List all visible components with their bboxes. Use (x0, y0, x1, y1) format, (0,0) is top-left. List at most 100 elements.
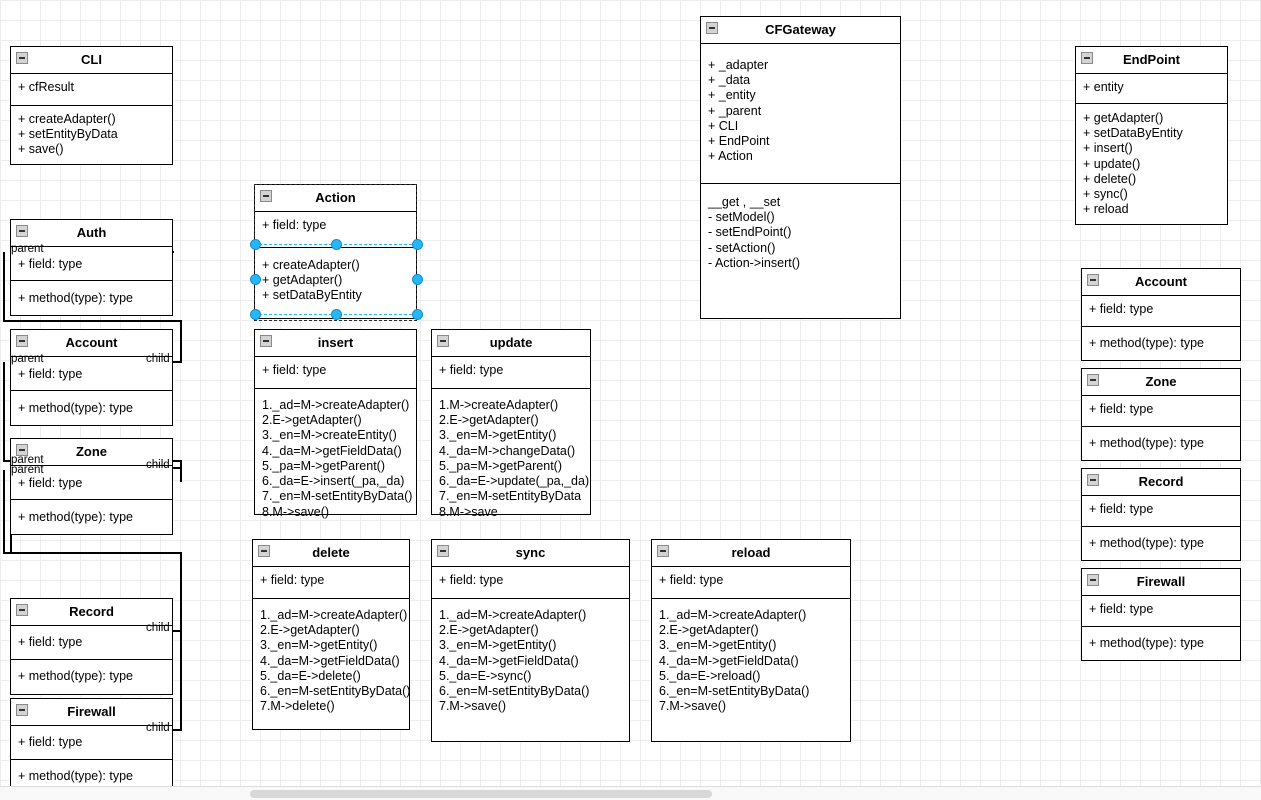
uml-header-firewall-right[interactable]: Firewall (1082, 569, 1240, 596)
uml-header-record-left[interactable]: Record (11, 599, 172, 626)
uml-operations[interactable]: + createAdapter() + getAdapter() + setDa… (255, 248, 416, 318)
collapse-minus-icon[interactable] (16, 604, 28, 616)
uml-attribute: + _data (708, 73, 751, 88)
horizontal-scrollbar-thumb[interactable] (250, 790, 712, 798)
uml-header-action[interactable]: Action (255, 185, 416, 212)
collapse-minus-icon[interactable] (260, 335, 272, 347)
uml-class-account-left[interactable]: Account + field: type + method(type): ty… (10, 329, 173, 426)
uml-header-insert[interactable]: insert (255, 330, 416, 357)
uml-header-zone-left[interactable]: Zone (11, 439, 172, 466)
uml-class-name: CFGateway (765, 22, 836, 37)
uml-class-action[interactable]: Action + field: type + createAdapter() +… (254, 184, 417, 319)
resize-handle-n[interactable] (330, 238, 342, 250)
uml-class-cfgateway[interactable]: CFGateway + _adapter + _data + _entity +… (700, 16, 901, 319)
collapse-minus-icon[interactable] (1087, 474, 1099, 486)
uml-attribute: + field: type (18, 475, 83, 490)
uml-class-name: delete (312, 545, 350, 560)
uml-class-record-right[interactable]: Record + field: type + method(type): typ… (1081, 468, 1241, 561)
collapse-minus-icon[interactable] (1087, 374, 1099, 386)
collapse-minus-icon[interactable] (258, 545, 270, 557)
resize-handle-ne[interactable] (411, 238, 423, 250)
uml-class-auth[interactable]: Auth + field: type + method(type): type (10, 219, 173, 316)
uml-header-delete[interactable]: delete (253, 540, 409, 567)
uml-class-firewall-right[interactable]: Firewall + field: type + method(type): t… (1081, 568, 1241, 661)
uml-header-account-left[interactable]: Account (11, 330, 172, 357)
connector-auth-account-seg3 (180, 320, 182, 362)
resize-handle-s[interactable] (330, 308, 342, 320)
collapse-minus-icon[interactable] (16, 335, 28, 347)
collapse-minus-icon[interactable] (1087, 274, 1099, 286)
uml-header-account-right[interactable]: Account (1082, 269, 1240, 296)
uml-header-firewall-left[interactable]: Firewall (11, 699, 172, 726)
uml-operation: 6._en=M-setEntityByData() (260, 684, 411, 699)
connector-account-zone-seg1 (3, 362, 5, 462)
horizontal-scrollbar-track[interactable] (0, 786, 1261, 800)
uml-operation: 5._da=E->delete() (260, 668, 361, 683)
uml-attribute: + CLI (708, 118, 739, 133)
uml-class-delete[interactable]: delete + field: type 1._ad=M->createAdap… (252, 539, 410, 730)
uml-operation: + update() (1083, 156, 1141, 171)
collapse-minus-icon[interactable] (1081, 52, 1093, 64)
uml-operation: + insert() (1083, 141, 1133, 156)
uml-operation: 7._en=M-setEntityByData (439, 489, 582, 504)
uml-header-cli[interactable]: CLI (11, 47, 172, 74)
uml-header-reload[interactable]: reload (652, 540, 850, 567)
uml-operation: + createAdapter() (18, 111, 116, 126)
resize-handle-sw[interactable] (249, 308, 261, 320)
resize-handle-w[interactable] (249, 273, 261, 285)
collapse-minus-icon[interactable] (437, 335, 449, 347)
uml-class-name: CLI (81, 52, 102, 67)
collapse-minus-icon[interactable] (706, 22, 718, 34)
uml-class-record-left[interactable]: Record + field: type + method(type): typ… (10, 598, 173, 695)
uml-attribute: + _entity (708, 88, 756, 103)
collapse-minus-icon[interactable] (1087, 574, 1099, 586)
uml-class-endpoint[interactable]: EndPoint + entity + getAdapter() + setDa… (1075, 46, 1228, 225)
uml-header-cfgateway[interactable]: CFGateway (701, 17, 900, 44)
uml-header-record-right[interactable]: Record (1082, 469, 1240, 496)
uml-class-sync[interactable]: sync + field: type 1._ad=M->createAdapte… (431, 539, 630, 742)
uml-operations: + method(type): type (1082, 327, 1240, 360)
uml-operation: + sync() (1083, 187, 1128, 202)
collapse-minus-icon[interactable] (16, 444, 28, 456)
edge-label-zone-parent-2: parent (11, 464, 44, 476)
collapse-minus-icon[interactable] (260, 190, 272, 202)
uml-class-zone-left[interactable]: Zone + field: type + method(type): type (10, 438, 173, 535)
uml-operations: + createAdapter() + setEntityByData + sa… (11, 106, 172, 164)
resize-handle-e[interactable] (411, 273, 423, 285)
uml-header-auth[interactable]: Auth (11, 220, 172, 247)
uml-operation: - setAction() (708, 240, 776, 255)
uml-class-cli[interactable]: CLI + cfResult + createAdapter() + setEn… (10, 46, 173, 165)
uml-header-zone-right[interactable]: Zone (1082, 369, 1240, 396)
uml-operations: + method(type): type (11, 660, 172, 694)
collapse-minus-icon[interactable] (16, 704, 28, 716)
uml-class-account-right[interactable]: Account + field: type + method(type): ty… (1081, 268, 1241, 361)
uml-header-update[interactable]: update (432, 330, 590, 357)
uml-header-sync[interactable]: sync (432, 540, 629, 567)
collapse-minus-icon[interactable] (657, 545, 669, 557)
collapse-minus-icon[interactable] (437, 545, 449, 557)
uml-attribute: + field: type (1089, 501, 1154, 516)
uml-attributes: + entity (1076, 74, 1227, 104)
uml-operation: + getAdapter() (1083, 110, 1164, 125)
uml-operations: + method(type): type (11, 391, 172, 425)
resize-handle-se[interactable] (411, 308, 423, 320)
uml-class-zone-right[interactable]: Zone + field: type + method(type): type (1081, 368, 1241, 461)
uml-attribute: + field: type (18, 634, 83, 649)
uml-operation: + setEntityByData (18, 127, 118, 142)
uml-class-update[interactable]: update + field: type 1.M->createAdapter(… (431, 329, 591, 519)
uml-header-endpoint[interactable]: EndPoint (1076, 47, 1227, 74)
uml-operation: 8.M->save (439, 504, 498, 519)
uml-class-name: EndPoint (1122, 52, 1181, 67)
uml-class-name: Account (1135, 274, 1187, 289)
uml-class-insert[interactable]: insert + field: type 1._ad=M->createAdap… (254, 329, 417, 519)
edge-label-account-child: child (146, 353, 170, 365)
resize-handle-nw[interactable] (249, 238, 261, 250)
uml-operation: 3._en=M->getEntity() (659, 638, 777, 653)
collapse-minus-icon[interactable] (16, 52, 28, 64)
uml-class-reload[interactable]: reload + field: type 1._ad=M->createAdap… (651, 539, 851, 742)
collapse-minus-icon[interactable] (16, 225, 28, 237)
uml-class-firewall-left[interactable]: Firewall + field: type + method(type): t… (10, 698, 173, 795)
uml-attributes: + field: type (11, 357, 172, 391)
uml-class-name: Action (315, 190, 356, 205)
